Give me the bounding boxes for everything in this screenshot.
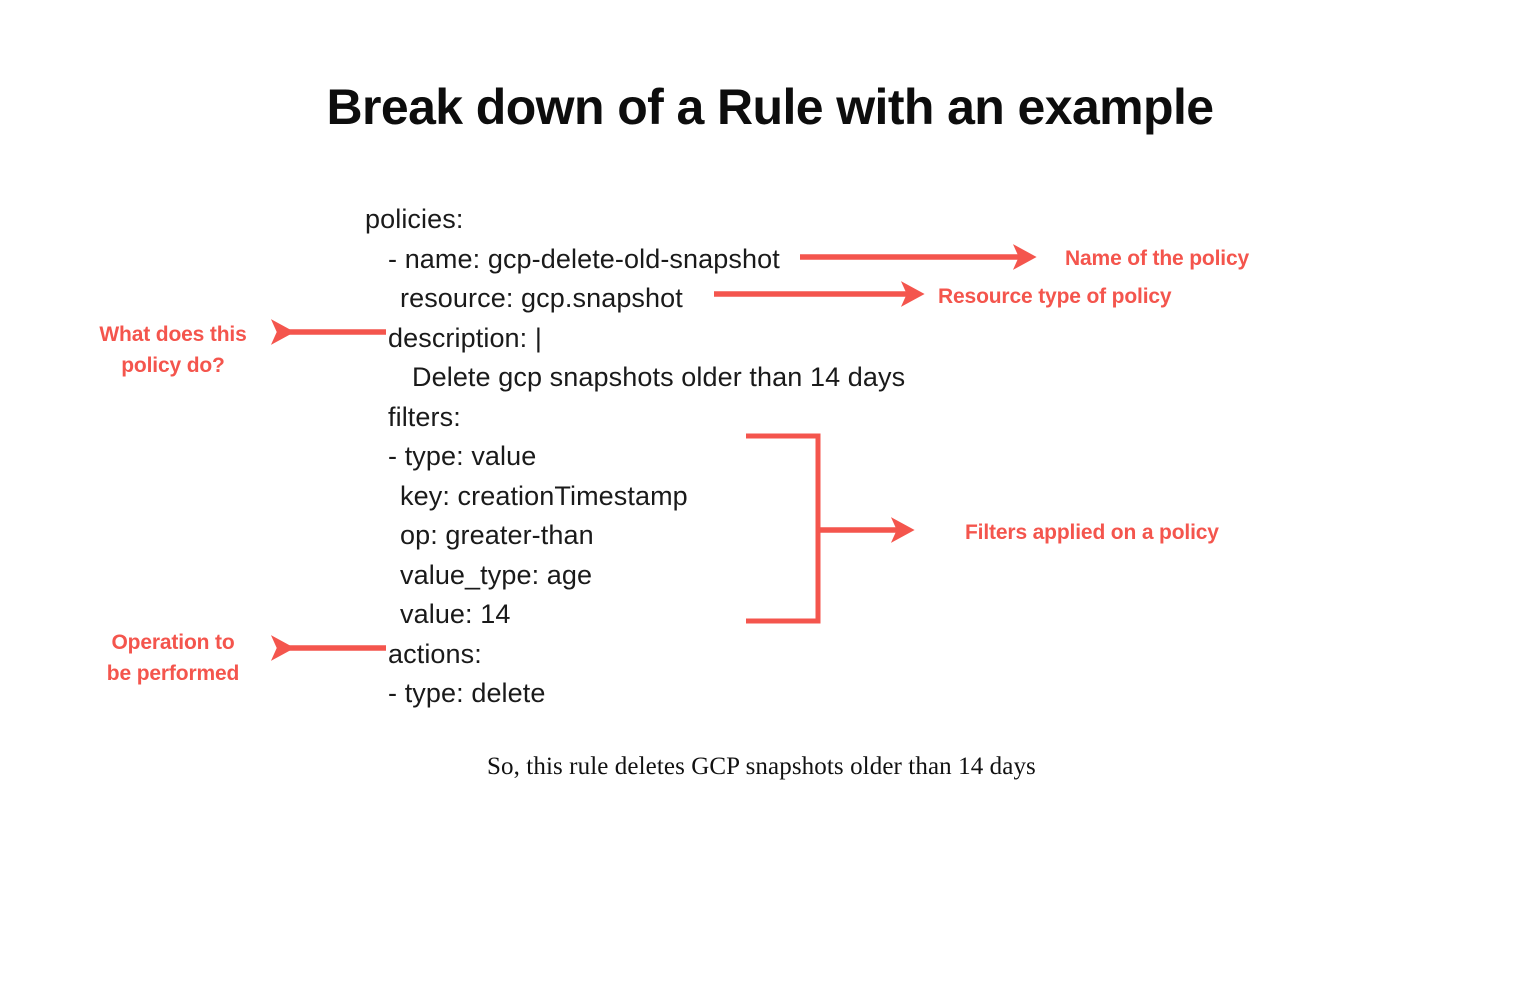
yaml-line: - type: delete xyxy=(388,678,546,708)
label-what-does-policy-do: What does this policy do? xyxy=(99,323,247,377)
yaml-policy-block: policies: - name: gcp-delete-old-snapshot… xyxy=(365,200,1085,714)
page-title: Break down of a Rule with an example xyxy=(326,79,1215,135)
yaml-line: - name: gcp-delete-old-snapshot xyxy=(388,243,780,274)
label-operation-performed: Operation to be performed xyxy=(106,631,240,685)
yaml-line: value: 14 xyxy=(400,599,511,629)
yaml-line: - type: value xyxy=(388,441,537,471)
yaml-line: policies: xyxy=(365,204,464,234)
label-filters-applied: Filters applied on a policy xyxy=(965,521,1219,544)
yaml-line: description: | xyxy=(388,322,542,353)
label-resource-type: Resource type of policy xyxy=(938,285,1172,308)
yaml-line: filters: xyxy=(388,401,461,432)
yaml-line: key: creationTimestamp xyxy=(400,480,688,511)
summary-caption: So, this rule deletes GCP snapshots olde… xyxy=(487,753,1036,780)
yaml-line: op: greater-than xyxy=(400,520,594,550)
yaml-line: value_type: age xyxy=(400,559,593,590)
yaml-line: resource: gcp.snapshot xyxy=(400,283,683,313)
label-name-of-policy: Name of the policy xyxy=(1065,247,1250,270)
yaml-line: Delete gcp snapshots older than 14 days xyxy=(412,362,906,392)
yaml-line: actions: xyxy=(388,638,482,669)
